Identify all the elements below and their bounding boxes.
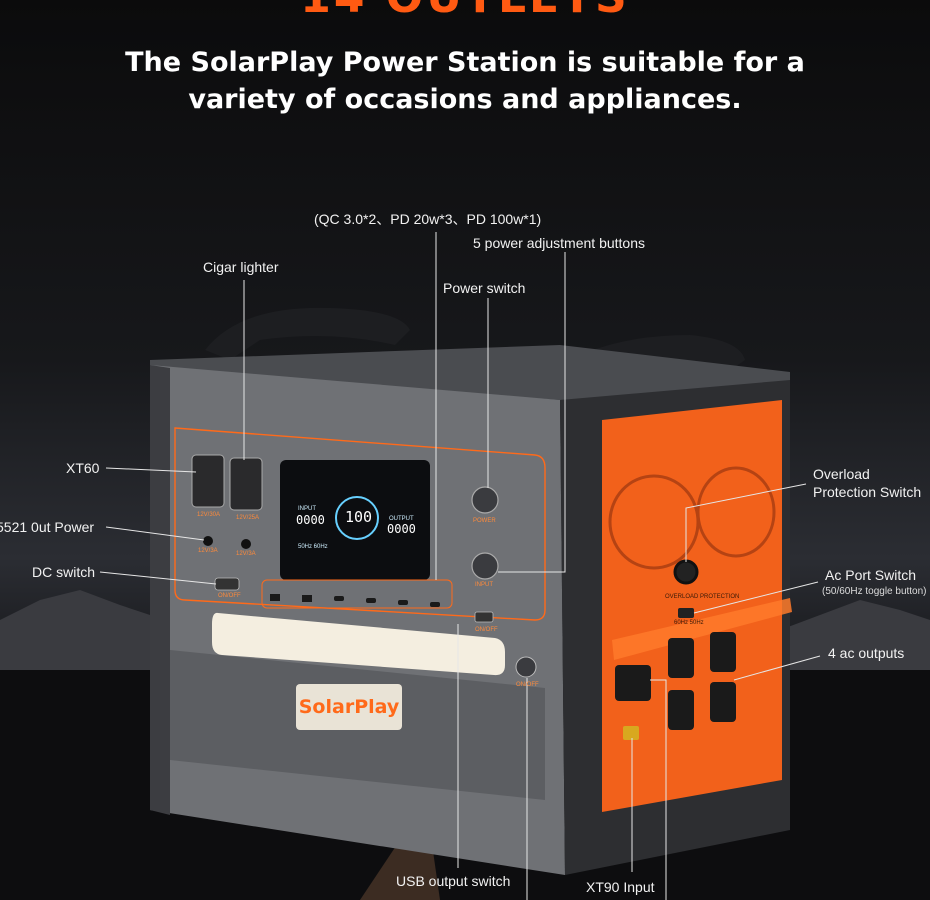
lcd-freq: 50Hz 60Hz	[298, 544, 328, 550]
line-dc-switch	[99, 571, 217, 585]
lcd-display	[280, 460, 430, 580]
ac-onoff-button	[515, 656, 537, 678]
overload-switch	[673, 559, 699, 585]
callout-power-buttons: 5 power adjustment buttons	[473, 235, 645, 251]
callout-ac-switch: Ac Port Switch	[825, 567, 917, 583]
input-button-label: INPUT	[475, 582, 493, 588]
line-power-buttons	[498, 252, 566, 573]
cigar-port	[229, 457, 263, 511]
xt60-rating: 12V/30A	[197, 512, 221, 518]
usb-c-port-4	[430, 602, 440, 607]
callout-xt90: XT90 Input	[586, 879, 655, 895]
usb-c-port-1	[334, 596, 344, 601]
brand-logo: SolarPlay	[298, 696, 400, 718]
lcd-output-value: 0000	[387, 522, 416, 536]
orange-side-panel	[602, 400, 782, 812]
power-button-label: POWER	[473, 518, 496, 524]
overload-label: OVERLOAD PROTECTION	[665, 594, 740, 600]
lcd-input-value: 0000	[296, 513, 325, 527]
dc-switch-button	[214, 577, 240, 591]
usb-panel-outline	[261, 579, 453, 609]
left-handle	[205, 307, 410, 360]
headline: 14 OUTLETS	[0, 0, 930, 20]
device-top	[150, 345, 790, 400]
subheadline-line-1: The SolarPlay Power Station is suitable …	[125, 47, 805, 78]
lcd-battery-ring	[335, 496, 379, 540]
lcd-output-label: OUTPUT	[389, 516, 414, 522]
subheadline: The SolarPlay Power Station is suitable …	[0, 44, 930, 118]
callout-overload-line2: Protection Switch	[813, 484, 922, 500]
callout-dc-switch: DC switch	[32, 564, 96, 580]
subheadline-line-2: variety of occasions and appliances.	[188, 84, 742, 115]
callout-overload-line1: Overload	[813, 466, 870, 482]
logo-plate	[296, 684, 402, 730]
dc-port-2	[241, 539, 251, 549]
ac-freq-label: 60Hz 50Hz	[674, 620, 704, 626]
line-ac-input	[650, 679, 667, 900]
ac-socket-4	[710, 682, 736, 722]
line-overload	[685, 483, 807, 562]
input-button	[471, 552, 499, 580]
dc-onoff-label: ON/OFF	[218, 593, 241, 599]
ac-input-port	[615, 665, 651, 701]
usb-c-port-2	[366, 598, 376, 603]
xt60-port	[191, 454, 225, 508]
line-dc5521	[105, 526, 205, 541]
callout-xt60: XT60	[66, 460, 100, 476]
callout-lines	[99, 232, 821, 900]
xt90-port	[623, 726, 639, 740]
callout-usb-switch: USB output switch	[396, 873, 511, 889]
flip-cover	[612, 598, 792, 660]
speaker-right	[696, 466, 776, 558]
usb-ports	[270, 594, 440, 607]
ac-port-switch	[678, 608, 694, 618]
usb-a-port-1	[270, 594, 280, 601]
callout-cigar-lighter: Cigar lighter	[203, 259, 279, 275]
lcd-center-value: 100	[345, 508, 373, 526]
line-ac-switch	[693, 581, 819, 614]
ac-socket-3	[668, 690, 694, 730]
callout-ac-switch-note: (50/60Hz toggle button)	[822, 586, 927, 597]
cigar-rating: 12V/25A	[236, 515, 260, 521]
ac-socket-1	[668, 638, 694, 678]
usb-onoff-label: ON/OFF	[475, 627, 498, 633]
line-xt60	[105, 467, 197, 473]
callout-power-switch: Power switch	[443, 280, 526, 296]
line-ac-outputs	[733, 655, 821, 681]
ac-onoff-label: ON/OFF	[516, 682, 539, 688]
callout-usb-spec: (QC 3.0*2、PD 20w*3、PD 100w*1)	[314, 211, 542, 227]
dc-rating-1: 12V/3A	[198, 548, 218, 554]
led-light-bar	[212, 612, 505, 676]
front-panel-outline	[174, 427, 546, 621]
callout-dc5521: 5521 0ut Power	[0, 519, 95, 535]
usb-switch-button	[474, 611, 494, 623]
lcd-input-label: INPUT	[298, 506, 316, 512]
power-button	[471, 486, 499, 514]
callout-ac-outputs: 4 ac outputs	[828, 645, 905, 661]
usb-c-port-3	[398, 600, 408, 605]
ac-socket-2	[710, 632, 736, 672]
device-front-edge	[150, 365, 170, 815]
usb-a-port-2	[302, 595, 312, 602]
dc-rating-2: 12V/3A	[236, 551, 256, 557]
dc-port-1	[203, 536, 213, 546]
